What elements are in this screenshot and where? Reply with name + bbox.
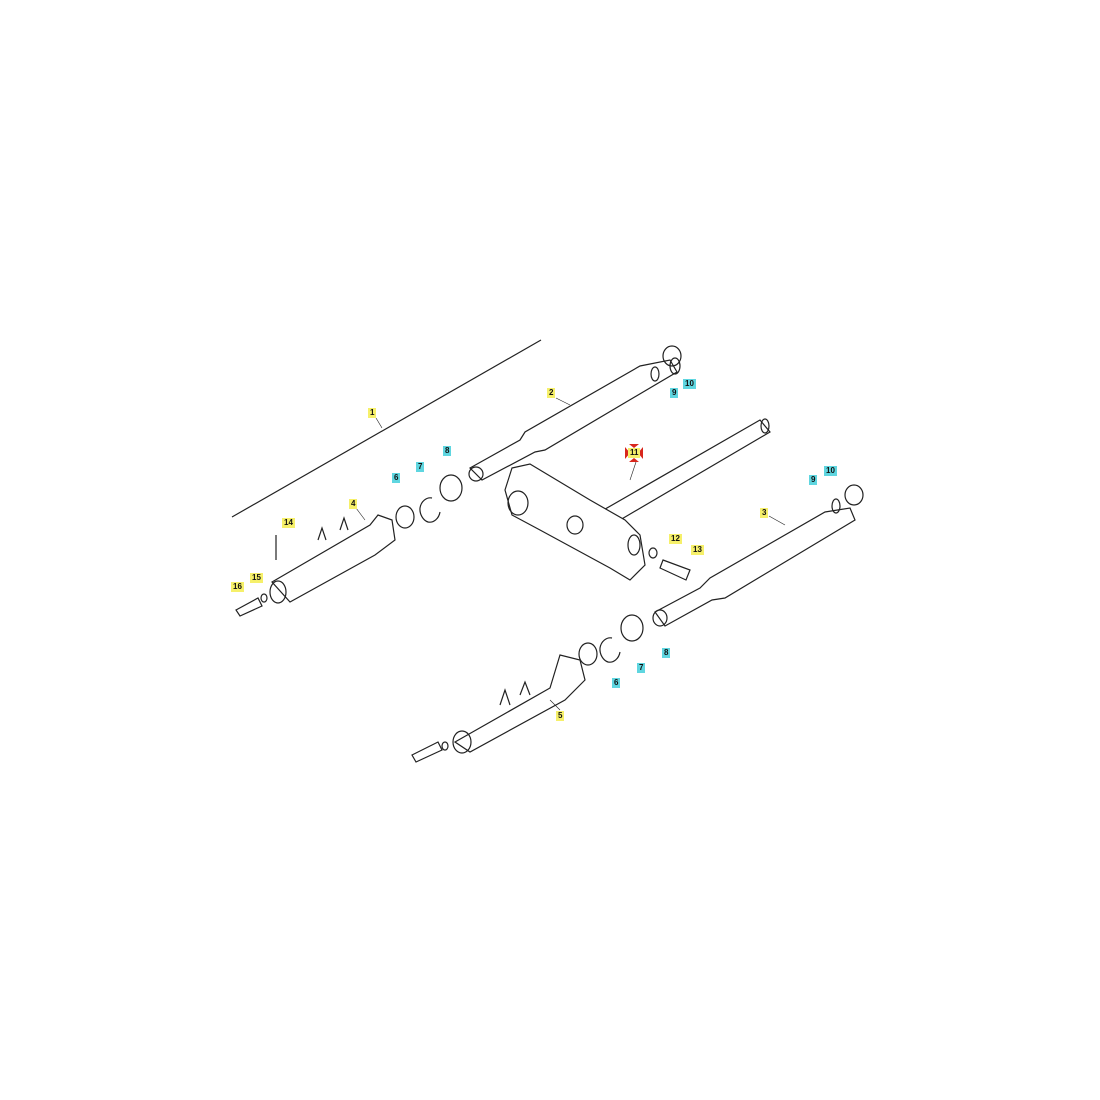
part-8-seal xyxy=(439,474,463,502)
callout-4[interactable]: 4 xyxy=(349,499,358,509)
part-12-washer xyxy=(648,547,658,559)
callout-12[interactable]: 12 xyxy=(669,534,682,544)
callout-16[interactable]: 16 xyxy=(231,582,244,592)
part-1-rod xyxy=(231,339,542,518)
part-4-left-slider xyxy=(235,474,463,617)
part-15-washer xyxy=(260,593,268,603)
callout-10[interactable]: 10 xyxy=(683,379,696,389)
callout-9[interactable]: 9 xyxy=(670,388,679,398)
leader-lines xyxy=(355,397,786,711)
part-9-oring xyxy=(650,366,660,382)
callout-15[interactable]: 15 xyxy=(250,573,263,583)
callout-10-right[interactable]: 10 xyxy=(824,466,837,476)
callout-6[interactable]: 6 xyxy=(392,473,401,483)
selected-marker-icon xyxy=(625,444,643,462)
callout-6-right[interactable]: 6 xyxy=(612,678,621,688)
part-7-clip xyxy=(419,497,441,523)
part-13-bolt xyxy=(659,559,691,581)
callout-11[interactable]: 11 xyxy=(628,448,641,458)
part-5-right-slider xyxy=(411,614,644,763)
part-3-stanchion xyxy=(652,484,864,627)
callout-8[interactable]: 8 xyxy=(443,446,452,456)
callout-5[interactable]: 5 xyxy=(556,711,565,721)
callout-9-right[interactable]: 9 xyxy=(809,475,818,485)
part-6-bushing xyxy=(395,505,415,529)
callout-7-right[interactable]: 7 xyxy=(637,663,646,673)
callout-13[interactable]: 13 xyxy=(691,545,704,555)
part-2-stanchion xyxy=(468,345,682,482)
part-10-cap xyxy=(662,345,682,367)
callout-7[interactable]: 7 xyxy=(416,462,425,472)
part-11-triple-clamp xyxy=(504,418,771,581)
part-10-cap-right xyxy=(844,484,864,506)
callout-1[interactable]: 1 xyxy=(368,408,377,418)
callout-8-right[interactable]: 8 xyxy=(662,648,671,658)
part-9-oring-right xyxy=(831,498,841,514)
callout-3[interactable]: 3 xyxy=(760,508,769,518)
part-16-bolt xyxy=(235,597,263,617)
callout-2[interactable]: 2 xyxy=(547,388,556,398)
callout-14[interactable]: 14 xyxy=(282,518,295,528)
